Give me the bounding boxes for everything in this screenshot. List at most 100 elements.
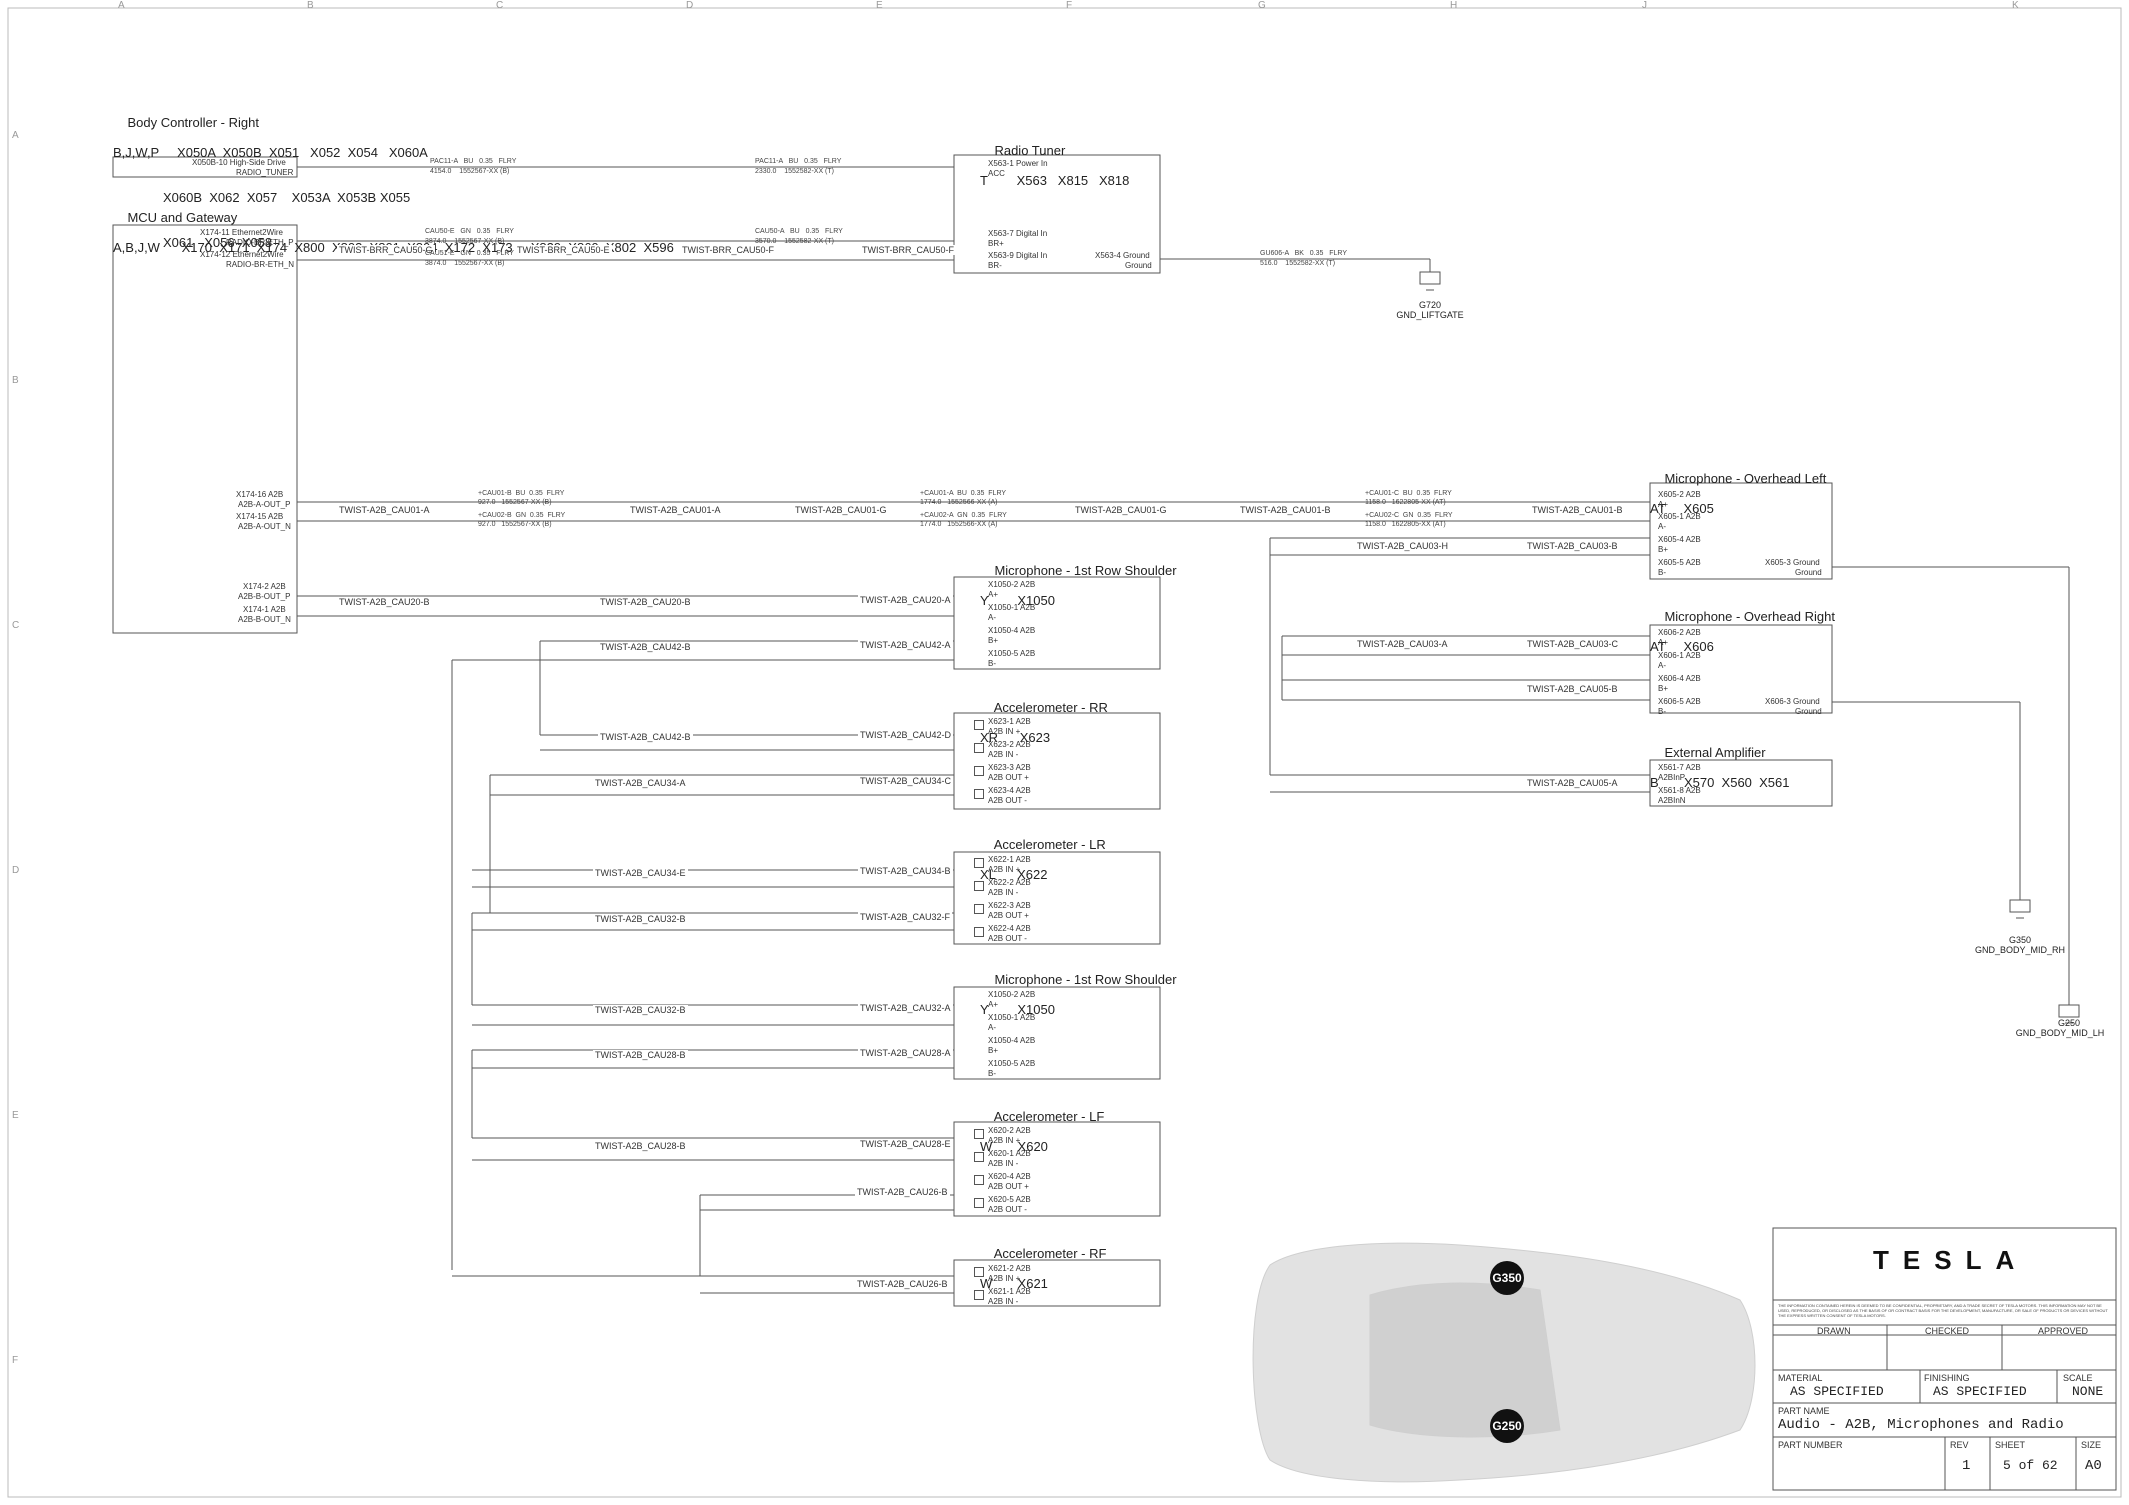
mic-shoulder-2-name: Microphone - 1st Row Shoulder bbox=[994, 972, 1177, 987]
net-label: TWIST-A2B_CAU34-B bbox=[858, 866, 953, 876]
scale-label: SCALE bbox=[2063, 1373, 2093, 1383]
zone-label: A bbox=[12, 130, 19, 141]
pin-label: Ground bbox=[1795, 707, 1822, 716]
net-label: TWIST-A2B_CAU28-B bbox=[593, 1141, 688, 1151]
pin-label: X623-4 A2B bbox=[988, 786, 1031, 795]
pin-label: X561-7 A2B bbox=[1658, 763, 1701, 772]
ground-name: G720 bbox=[1418, 300, 1442, 310]
mic-shoulder-2-title: Microphone - 1st Row Shoulder Y X1050 bbox=[980, 957, 1177, 1047]
connector-pin-box bbox=[974, 1198, 984, 1208]
acc-lr-connectors: XL X622 bbox=[980, 867, 1048, 882]
drawn-label: DRAWN bbox=[1817, 1326, 1851, 1336]
radio-title: Radio Tuner T X563 X815 X818 bbox=[980, 128, 1129, 218]
zone-label: C bbox=[496, 0, 504, 11]
material-value: AS SPECIFIED bbox=[1790, 1384, 1884, 1399]
mic-overhead-right-name: Microphone - Overhead Right bbox=[1664, 609, 1835, 624]
pin-label: X605-5 A2B bbox=[1658, 558, 1701, 567]
ext-amp-name: External Amplifier bbox=[1664, 745, 1766, 760]
wire-spec: CAU51-E GN 0.35 FLRY bbox=[425, 250, 514, 257]
net-label: TWIST-A2B_CAU20-B bbox=[598, 597, 693, 607]
bcm-title: Body Controller - Right B,J,W,P X050A X0… bbox=[113, 100, 428, 280]
wire-spec: GU606-A BK 0.35 FLRY bbox=[1260, 250, 1348, 257]
pin-label: A2B OUT + bbox=[988, 911, 1029, 920]
pin-label: A+ bbox=[1658, 500, 1669, 509]
net-label: TWIST-BRR_CAU50-E bbox=[515, 245, 612, 255]
connector-pin-box bbox=[974, 1290, 984, 1300]
acc-rf-connectors: W X621 bbox=[980, 1276, 1048, 1291]
wire-spec: CAU50-A BU 0.35 FLRY bbox=[755, 228, 843, 235]
pin-label: A2B-B-OUT_P bbox=[238, 592, 291, 601]
net-label: TWIST-A2B_CAU05-B bbox=[1525, 684, 1620, 694]
net-label: TWIST-A2B_CAU34-A bbox=[593, 778, 688, 788]
wire-spec: +CAU02-B GN 0.35 FLRY bbox=[478, 512, 566, 519]
net-label: TWIST-A2B_CAU32-B bbox=[593, 1005, 688, 1015]
net-label: TWIST-A2B_CAU03-H bbox=[1355, 541, 1451, 551]
pin-label: BR+ bbox=[988, 239, 1004, 248]
sheet-label: SHEET bbox=[1995, 1440, 2026, 1450]
pin-label: X563-4 Ground bbox=[1095, 251, 1150, 260]
bcm-connectors: X061 X056 X058 bbox=[163, 235, 273, 250]
zone-label: A bbox=[118, 0, 125, 11]
net-label: TWIST-A2B_CAU26-B bbox=[855, 1187, 950, 1197]
acc-lr-name: Accelerometer - LR bbox=[993, 837, 1106, 852]
tesla-logo: TESLA bbox=[1873, 1245, 2029, 1275]
pin-label: A- bbox=[1658, 661, 1666, 670]
radio-name: Radio Tuner bbox=[994, 143, 1066, 158]
pin-label: B+ bbox=[988, 1046, 999, 1055]
size-label: SIZE bbox=[2081, 1440, 2102, 1450]
zone-label: K bbox=[2012, 0, 2019, 11]
net-label: TWIST-A2B_CAU20-B bbox=[337, 597, 432, 607]
pin-label: B+ bbox=[1658, 684, 1669, 693]
net-label: TWIST-A2B_CAU01-G bbox=[1073, 505, 1169, 515]
wire-spec: 3570.0 1552582-XX (T) bbox=[755, 238, 834, 245]
bcm-connectors: X060B X062 X057 X053A X053B X055 bbox=[163, 190, 411, 205]
zone-label: H bbox=[1450, 0, 1458, 11]
bcm-connectors: B,J,W,P X050A X050B X051 X052 X054 X060A bbox=[113, 145, 428, 160]
pin-label: X621-1 A2B bbox=[988, 1287, 1031, 1296]
zone-label: E bbox=[876, 0, 883, 11]
material-label: MATERIAL bbox=[1778, 1373, 1823, 1383]
checked-label: CHECKED bbox=[1925, 1326, 1970, 1336]
net-label: TWIST-A2B_CAU42-D bbox=[858, 730, 954, 740]
acc-rf-title: Accelerometer - RF W X621 bbox=[980, 1231, 1106, 1321]
bcm-name: Body Controller - Right bbox=[127, 115, 259, 130]
pin-label: A2B IN + bbox=[988, 1274, 1021, 1283]
pin-label: X174-12 Ethernet2Wire bbox=[200, 250, 284, 259]
acc-rr-connectors: XR X623 bbox=[980, 730, 1051, 745]
pin-label: B- bbox=[1658, 707, 1666, 716]
pin-label: X605-3 Ground bbox=[1765, 558, 1820, 567]
pin-label: B- bbox=[988, 659, 996, 668]
net-label: TWIST-A2B_CAU28-B bbox=[593, 1050, 688, 1060]
wire-spec: +CAU01-C BU 0.35 FLRY bbox=[1365, 490, 1452, 497]
connector-pin-box bbox=[974, 743, 984, 753]
mic-overhead-right-connectors: AT X606 bbox=[1650, 639, 1714, 654]
pin-label: X1050-1 A2B bbox=[988, 603, 1036, 612]
pin-label: X561-8 A2B bbox=[1658, 786, 1701, 795]
net-label: TWIST-A2B_CAU26-B bbox=[855, 1279, 950, 1289]
net-label: TWIST-BRR_CAU50-F bbox=[680, 245, 777, 255]
size-value: A0 bbox=[2085, 1458, 2102, 1474]
wire-spec: +CAU01-A BU 0.35 FLRY bbox=[920, 490, 1007, 497]
pin-label: A2B OUT + bbox=[988, 773, 1029, 782]
ground-location-badge: G350 bbox=[1490, 1261, 1524, 1295]
pin-label: BR- bbox=[988, 261, 1002, 270]
pin-label: X606-1 A2B bbox=[1658, 651, 1701, 660]
connector-pin-box bbox=[974, 766, 984, 776]
pin-label: A2B OUT - bbox=[988, 934, 1027, 943]
connector-pin-box bbox=[974, 1175, 984, 1185]
pin-label: X563-1 Power In bbox=[988, 159, 1048, 168]
finishing-value: AS SPECIFIED bbox=[1933, 1384, 2027, 1399]
pin-label: X623-2 A2B bbox=[988, 740, 1031, 749]
connector-pin-box bbox=[974, 1267, 984, 1277]
net-label: TWIST-A2B_CAU32-A bbox=[858, 1003, 953, 1013]
pin-label: X174-2 A2B bbox=[243, 582, 286, 591]
pin-label: RADIO_TUNER bbox=[236, 168, 294, 177]
pin-label: A2B-A-OUT_N bbox=[238, 522, 291, 531]
zone-label: E bbox=[12, 1110, 19, 1121]
pin-label: X1050-5 A2B bbox=[988, 1059, 1036, 1068]
net-label: TWIST-A2B_CAU03-C bbox=[1525, 639, 1621, 649]
pin-label: B+ bbox=[1658, 545, 1669, 554]
net-label: TWIST-A2B_CAU20-A bbox=[858, 595, 953, 605]
net-label: TWIST-A2B_CAU03-A bbox=[1355, 639, 1450, 649]
